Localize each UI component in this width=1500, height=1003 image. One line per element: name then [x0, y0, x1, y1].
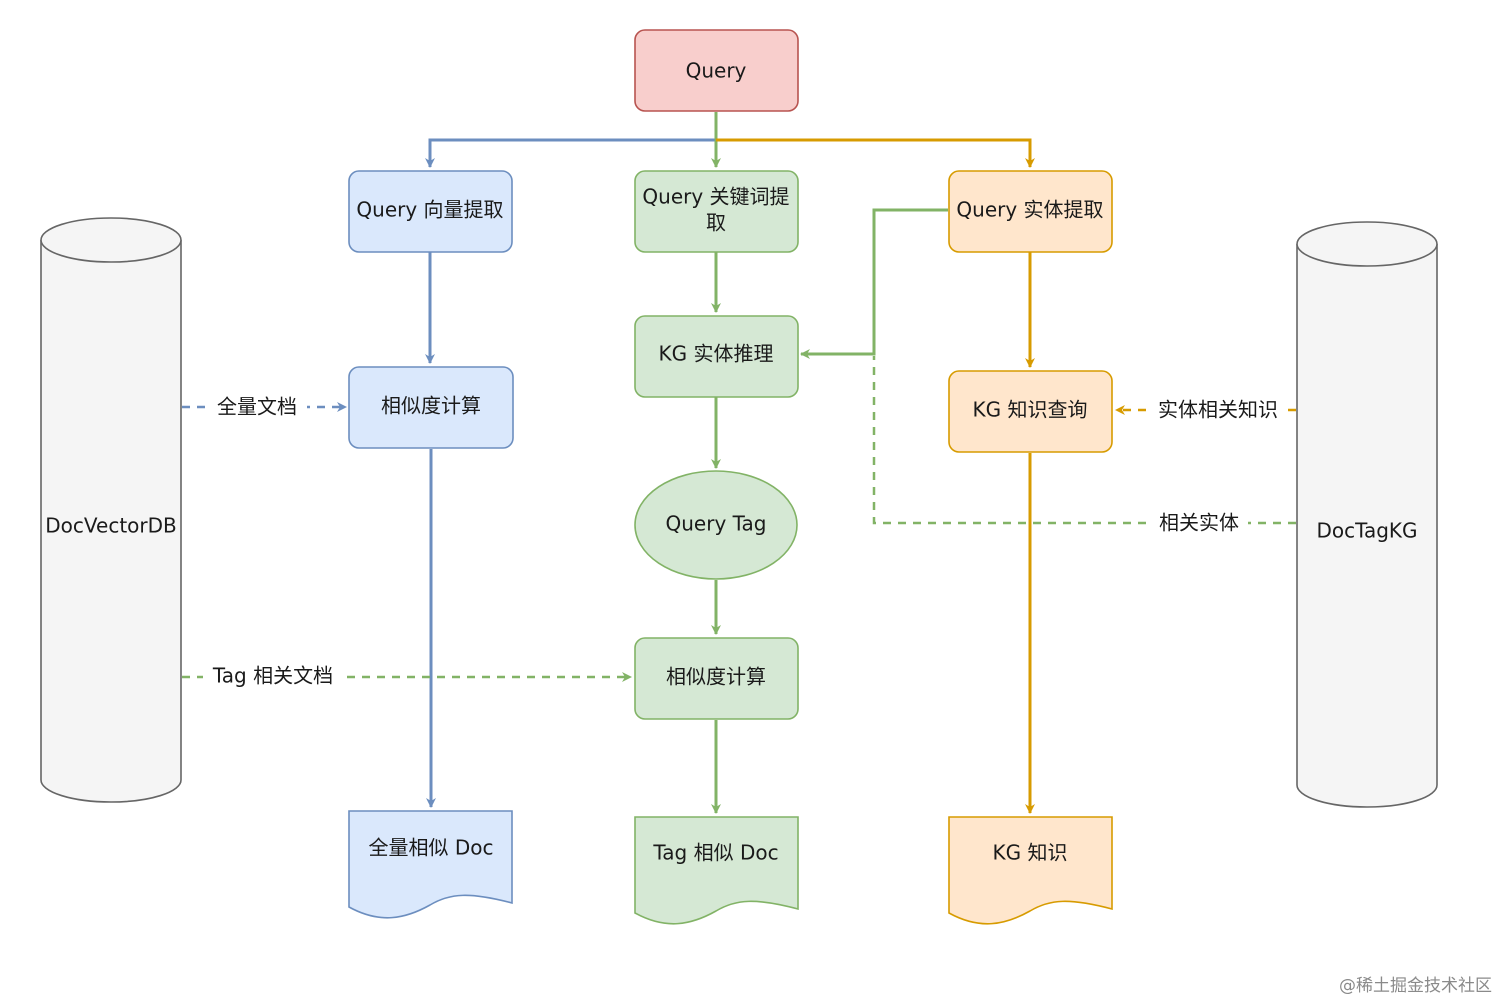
- edge-entity-extract-to-kg-reasoning: [800, 208, 948, 359]
- edge-label-all-docs: 全量文档: [217, 395, 297, 419]
- node-tag-similar-doc: Tag 相似 Doc: [634, 816, 799, 925]
- edge-label-related-entities: 相关实体: [1159, 511, 1239, 535]
- node-query: Query: [634, 29, 799, 112]
- edge-label-tag-related-docs: Tag 相关文档: [212, 664, 333, 688]
- node-kg-knowledge-label: KG 知识: [993, 841, 1068, 865]
- node-kg-entity-reasoning-label: KG 实体推理: [659, 342, 774, 366]
- watermark-text: @稀土掘金技术社区: [1339, 976, 1492, 996]
- edge-query-to-entity-extract: [716, 138, 1035, 168]
- node-similarity-blue: 相似度计算: [348, 366, 514, 449]
- edge-label-entity-related-knowledge: 实体相关知识: [1158, 398, 1278, 422]
- node-doc-vector-db: DocVectorDB: [40, 217, 182, 803]
- node-query-tag-label: Query Tag: [666, 512, 767, 536]
- node-tag-similar-doc-label: Tag 相似 Doc: [652, 841, 778, 865]
- node-similarity-green-label: 相似度计算: [666, 665, 766, 689]
- edge-query-to-vector-extract: [425, 112, 718, 168]
- node-query-tag: Query Tag: [634, 470, 798, 580]
- node-vector-extract: Query 向量提取: [348, 170, 513, 253]
- edge-labels: 全量文档 Tag 相关文档 实体相关知识 相关实体: [203, 392, 1288, 693]
- node-similarity-blue-label: 相似度计算: [381, 394, 481, 418]
- node-kg-knowledge-query-label: KG 知识查询: [973, 398, 1088, 422]
- node-query-label: Query: [686, 59, 747, 83]
- node-doc-tag-kg: DocTagKG: [1296, 221, 1438, 808]
- node-full-similar-doc: 全量相似 Doc: [348, 810, 513, 919]
- node-keyword-extract: Query 关键词提 取: [634, 170, 799, 253]
- node-entity-extract: Query 实体提取: [948, 170, 1113, 253]
- node-doc-tag-kg-label: DocTagKG: [1316, 519, 1417, 543]
- node-similarity-green: 相似度计算: [634, 637, 799, 720]
- node-entity-extract-label: Query 实体提取: [956, 198, 1103, 222]
- node-full-similar-doc-label: 全量相似 Doc: [369, 836, 494, 860]
- node-kg-knowledge: KG 知识: [948, 816, 1113, 925]
- node-kg-entity-reasoning: KG 实体推理: [634, 315, 799, 398]
- node-keyword-extract-label-line2: 取: [706, 211, 726, 235]
- node-keyword-extract-label-line1: Query 关键词提: [642, 185, 789, 209]
- node-doc-vector-db-label: DocVectorDB: [45, 514, 176, 538]
- node-kg-knowledge-query: KG 知识查询: [948, 370, 1113, 453]
- node-vector-extract-label: Query 向量提取: [356, 198, 503, 222]
